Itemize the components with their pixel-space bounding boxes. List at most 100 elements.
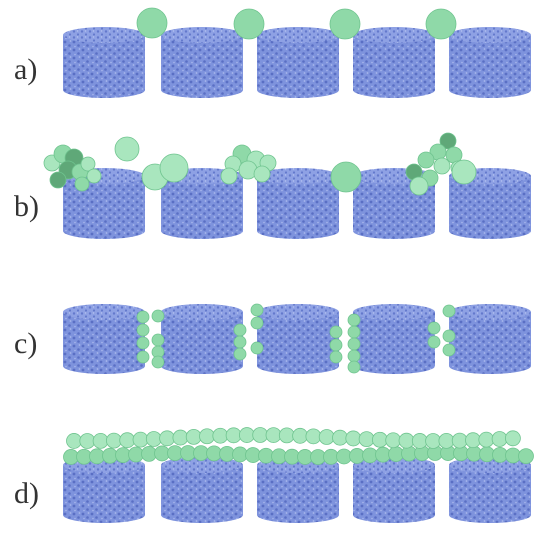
membrane-side (161, 176, 243, 239)
particle (442, 343, 456, 357)
particle (66, 433, 82, 449)
particle (425, 8, 457, 40)
membrane-cylinder (449, 457, 531, 523)
membrane-side (449, 35, 531, 98)
particle (330, 161, 362, 193)
panel-label-b: b) (14, 190, 39, 223)
membrane-side (257, 465, 339, 523)
particle (332, 429, 348, 446)
particle (151, 355, 165, 369)
particle (74, 176, 90, 192)
membrane-cylinder (353, 304, 435, 374)
particle (329, 350, 343, 364)
particle (199, 428, 215, 445)
membrane-cylinder (257, 168, 339, 239)
particle (347, 325, 361, 339)
membrane-top (257, 27, 339, 43)
membrane-side (63, 312, 145, 374)
particle (398, 432, 415, 449)
panel-d (63, 427, 534, 523)
particle (233, 335, 247, 349)
panel-a (63, 7, 531, 98)
particle (442, 329, 456, 343)
membrane-cylinder (63, 27, 145, 98)
panel-label-a: a) (14, 53, 37, 86)
membrane-side (449, 312, 531, 374)
membrane-side (257, 176, 339, 239)
membrane-top (63, 27, 145, 43)
particle (345, 430, 362, 447)
particle (136, 7, 168, 39)
membrane-side (257, 35, 339, 98)
membrane-side (257, 312, 339, 374)
membrane-side (449, 465, 531, 523)
particle (318, 429, 335, 445)
particle (305, 428, 322, 445)
membrane-top (353, 304, 435, 320)
particle (442, 304, 456, 318)
panel-c (63, 303, 531, 374)
membrane-top (257, 304, 339, 320)
particle (347, 313, 361, 327)
particle (233, 347, 247, 361)
membrane-top (161, 304, 243, 320)
particle (86, 168, 102, 184)
membrane-side (353, 35, 435, 98)
particle (329, 325, 343, 339)
particle (250, 341, 264, 355)
particle (505, 430, 521, 447)
membrane-cylinder (257, 457, 339, 523)
particle (79, 433, 96, 449)
particle (433, 157, 451, 175)
particle (425, 433, 442, 449)
particle (159, 430, 176, 447)
particle (136, 350, 150, 364)
particle (329, 8, 361, 40)
particle (518, 448, 534, 465)
membrane-side (353, 465, 435, 523)
membrane-cylinder (257, 304, 339, 374)
membrane-side (449, 176, 531, 239)
membrane-side (161, 35, 243, 98)
particle (417, 151, 435, 169)
particle (49, 171, 67, 189)
particle (172, 429, 189, 446)
particle (250, 316, 264, 330)
particle (136, 310, 150, 324)
particle (409, 176, 429, 196)
particle (151, 333, 165, 347)
particle (451, 159, 477, 185)
particle (411, 433, 428, 449)
particle (225, 427, 242, 444)
membrane-cylinder (353, 27, 435, 98)
particle (114, 136, 140, 162)
particle (92, 433, 109, 449)
membrane-top (353, 27, 435, 43)
particle (136, 323, 150, 337)
particle (439, 132, 457, 150)
particle (371, 431, 388, 448)
particle (145, 431, 162, 447)
membrane-top (161, 27, 243, 43)
particle (212, 427, 229, 444)
membrane-cylinder (63, 304, 145, 374)
membrane-side (353, 312, 435, 374)
particle (185, 428, 202, 445)
membrane-cylinder (257, 27, 339, 98)
panel-b (43, 132, 531, 239)
particle (106, 432, 122, 449)
particle (132, 431, 149, 448)
membrane-cylinder (63, 457, 145, 523)
membrane-side (63, 465, 145, 523)
panel-label-c: c) (14, 327, 37, 360)
particle (159, 153, 189, 183)
particle (427, 335, 441, 349)
particle (253, 165, 271, 183)
particle (347, 337, 361, 351)
membrane-side (161, 465, 243, 523)
particle (80, 156, 96, 172)
particle (385, 432, 402, 449)
particle (265, 427, 282, 444)
particle (119, 432, 136, 449)
